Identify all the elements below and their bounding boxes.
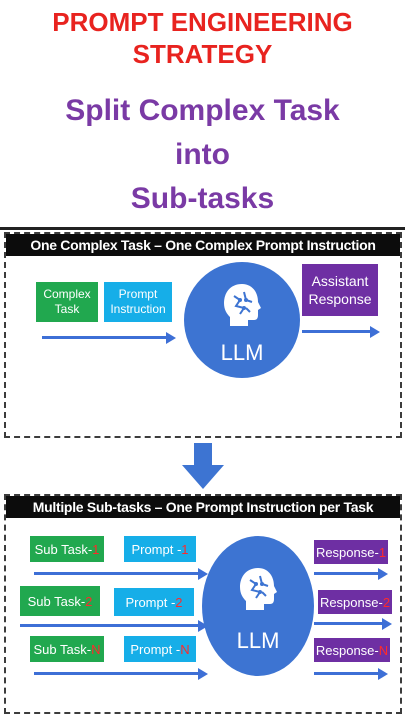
page-subtitle: Split Complex Task into Sub-tasks	[0, 96, 405, 214]
page-title: PROMPT ENGINEERING STRATEGY	[0, 6, 405, 70]
response-box-2: Response-2	[318, 590, 392, 614]
subtitle-line-2: into	[175, 138, 230, 171]
prompt-instruction-box: Prompt Instruction	[104, 282, 172, 322]
prompt-num-3: N	[180, 641, 190, 657]
assistant-response-box: Assistant Response	[302, 264, 378, 316]
response-box-3: Response-N	[314, 638, 390, 662]
sub-task-label-1: Sub Task-	[34, 541, 93, 557]
response-arrow-line-3	[314, 672, 378, 675]
sub-task-label-2: Sub Task-	[27, 593, 86, 609]
prompt-label-3: Prompt -	[130, 641, 181, 657]
sub-task-box-2: Sub Task-2	[20, 586, 100, 616]
response-label-2: Response-	[319, 594, 383, 610]
header: PROMPT ENGINEERING STRATEGY Split Comple…	[0, 0, 405, 228]
subtitle-line-1: Split Complex Task	[65, 94, 340, 127]
down-arrow-icon	[182, 443, 224, 489]
right-arrow-icon	[166, 332, 176, 344]
prompt-box-3: Prompt -N	[124, 636, 196, 662]
sub-task-label-3: Sub Task-	[33, 641, 92, 657]
right-arrow-icon	[198, 668, 208, 680]
right-arrow-icon	[370, 326, 380, 338]
title-line-1: PROMPT ENGINEERING	[52, 7, 353, 37]
response-label-1: Response-	[315, 544, 379, 560]
panel-heading-single: One Complex Task – One Complex Prompt In…	[6, 234, 400, 256]
assistant-response-line-2: Response	[308, 291, 372, 307]
prompt-box-1: Prompt -1	[124, 536, 196, 562]
output-arrow-line	[302, 330, 370, 333]
right-arrow-icon	[378, 568, 388, 580]
response-num-1: 1	[378, 544, 387, 560]
divider	[0, 227, 405, 230]
sub-task-num-1: 1	[92, 541, 100, 557]
prompt-box-2: Prompt -2	[114, 588, 194, 616]
prompt-num-1: 1	[181, 541, 189, 557]
llm-label-top: LLM	[220, 340, 264, 365]
input-arrow-line	[42, 336, 166, 339]
right-arrow-icon	[198, 620, 208, 632]
response-num-3: N	[378, 642, 389, 658]
prompt-instruction-line-2: Instruction	[110, 302, 166, 316]
right-arrow-icon	[378, 668, 388, 680]
llm-circle-top: LLM	[184, 262, 300, 378]
row-arrow-line-1	[34, 572, 198, 575]
assistant-response-line-1: Assistant	[311, 273, 369, 289]
title-line-2: STRATEGY	[132, 39, 273, 69]
sub-task-panel: Multiple Sub-tasks – One Prompt Instruct…	[4, 494, 402, 714]
complex-task-line-2: Task	[54, 302, 80, 316]
head-brain-icon	[240, 568, 277, 610]
prompt-label-2: Prompt -	[125, 594, 176, 610]
head-brain-icon	[224, 284, 261, 326]
sub-task-num-3: N	[91, 641, 101, 657]
prompt-label-1: Prompt -	[131, 541, 182, 557]
complex-task-box: Complex Task	[36, 282, 98, 322]
response-arrow-line-1	[314, 572, 378, 575]
prompt-num-2: 2	[175, 594, 183, 610]
response-box-1: Response-1	[314, 540, 388, 564]
sub-task-box-1: Sub Task-1	[30, 536, 104, 562]
row-arrow-line-3	[34, 672, 198, 675]
response-num-2: 2	[382, 594, 391, 610]
single-task-panel: One Complex Task – One Complex Prompt In…	[4, 232, 402, 438]
sub-task-num-2: 2	[85, 593, 93, 609]
response-label-3: Response-	[315, 642, 379, 658]
subtitle-line-3: Sub-tasks	[130, 182, 275, 215]
row-arrow-line-2	[20, 624, 198, 627]
llm-circle-bottom: LLM	[202, 536, 314, 676]
llm-label-bottom: LLM	[236, 628, 280, 653]
right-arrow-icon	[198, 568, 208, 580]
complex-task-line-1: Complex	[43, 287, 91, 301]
prompt-instruction-line-1: Prompt	[118, 287, 158, 301]
sub-task-box-3: Sub Task-N	[30, 636, 104, 662]
right-arrow-icon	[382, 618, 392, 630]
response-arrow-line-2	[314, 622, 382, 625]
panel-heading-multi: Multiple Sub-tasks – One Prompt Instruct…	[6, 496, 400, 518]
